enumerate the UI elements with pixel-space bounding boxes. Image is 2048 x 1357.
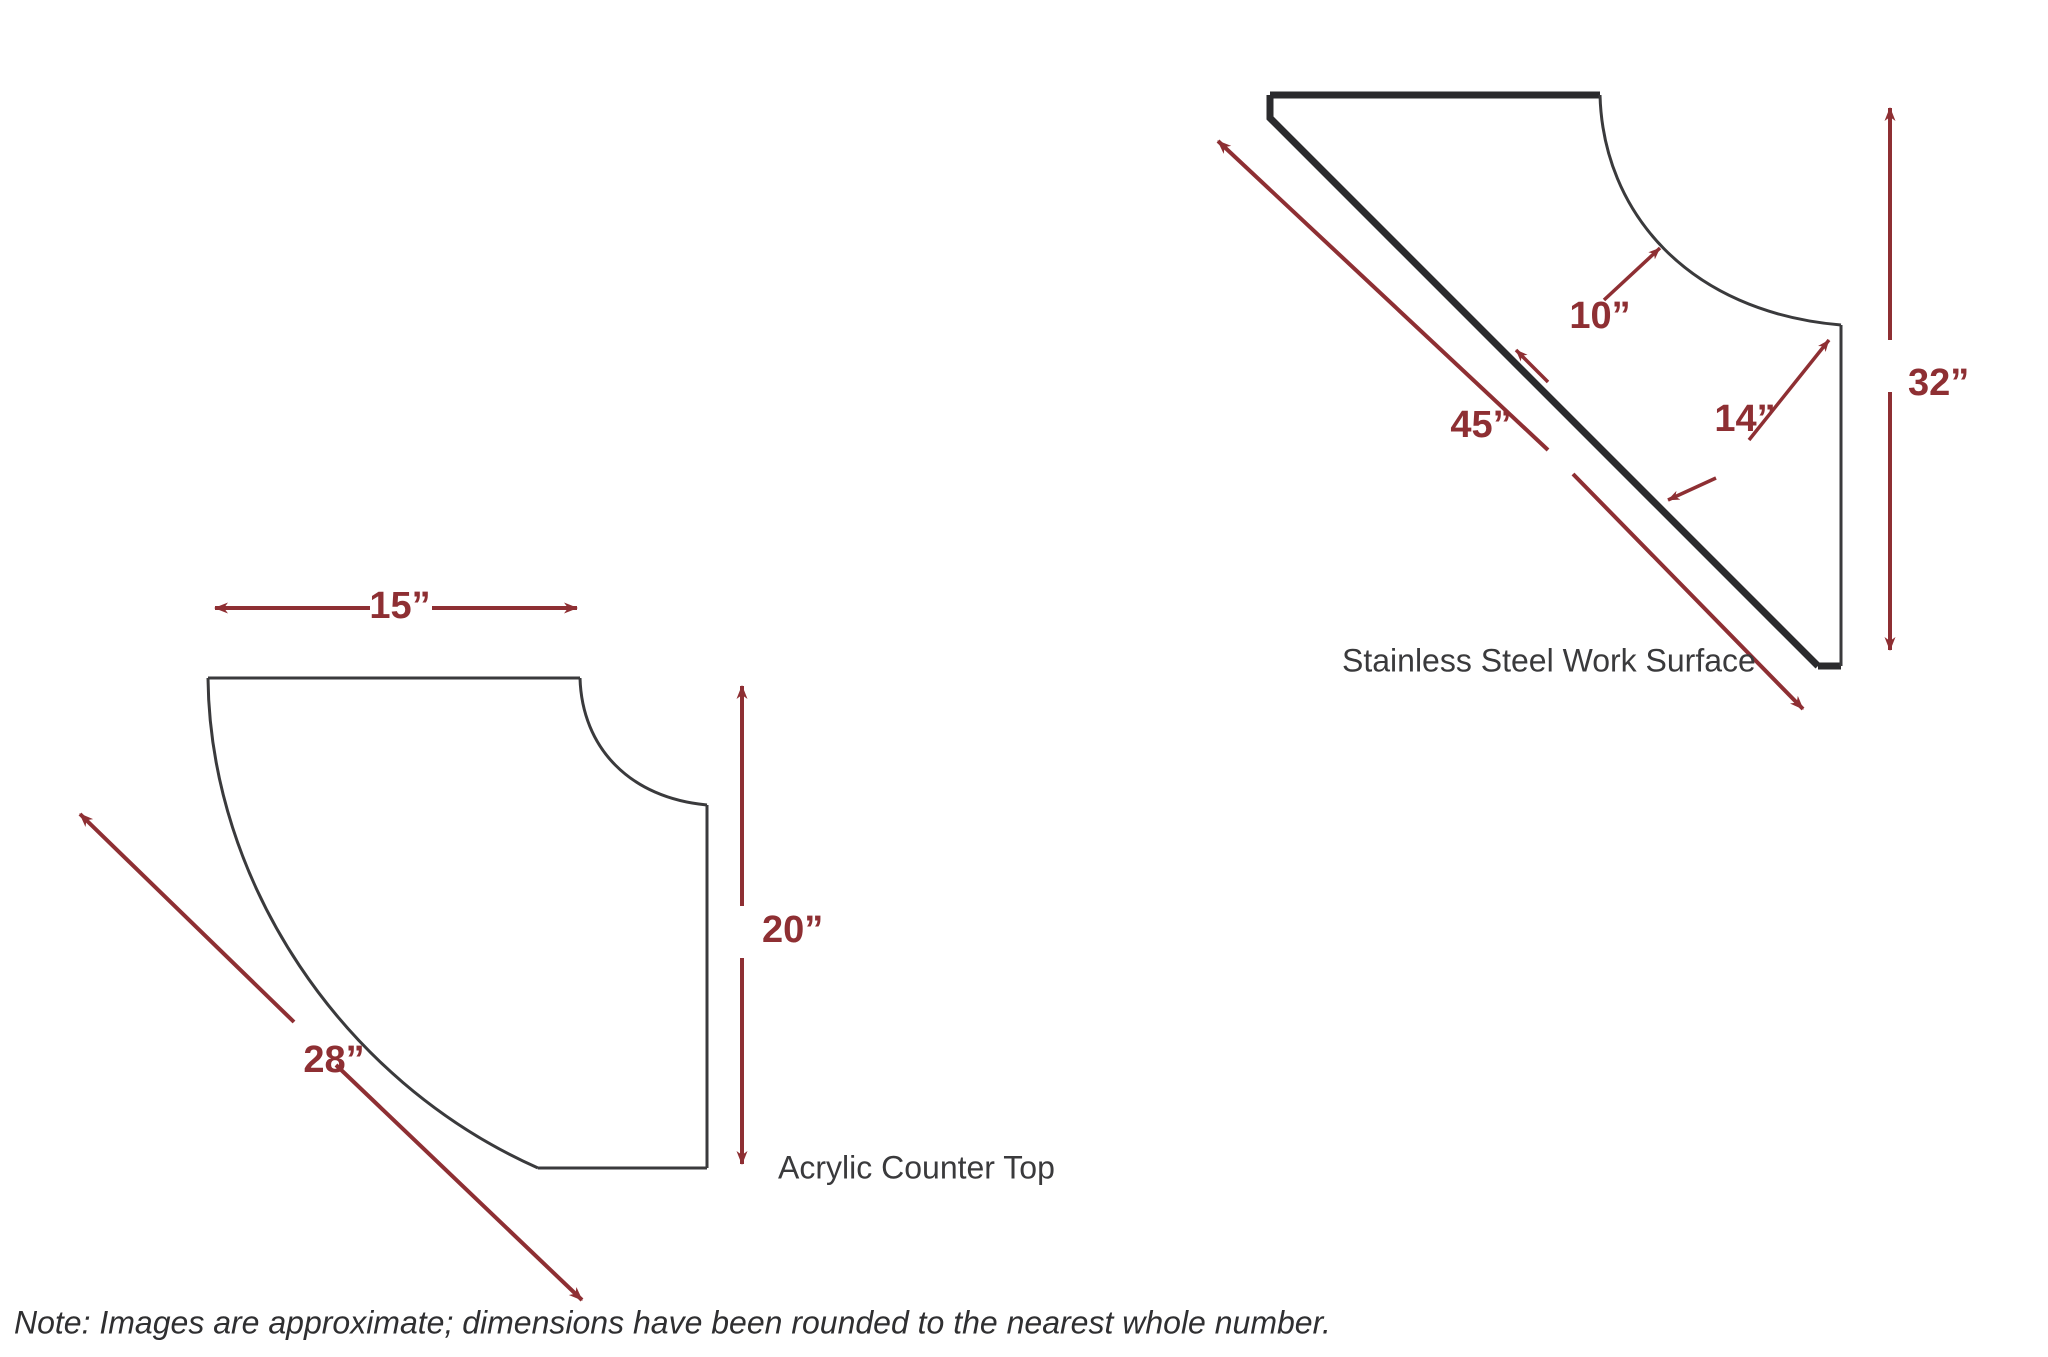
steel-45-dim-arrow-upper: [1216, 139, 1550, 452]
steel-10-dim-arrow-lower: [1514, 348, 1550, 384]
acrylic-28-dim-arrow-lower: [334, 1063, 584, 1302]
steel-14-dim-arrow-lower: [1667, 476, 1717, 502]
acrylic-concave-notch: [578, 677, 708, 807]
acrylic-outer-arc: [206, 677, 539, 1170]
footnote-note: Note: Images are approximate; dimensions…: [14, 1304, 1331, 1340]
acrylic-dim-28-label: 28”: [303, 1039, 364, 1081]
acrylic-dim-15-label: 15”: [369, 585, 430, 627]
steel-dim-32-label: 32”: [1908, 362, 1969, 404]
part-acrylic-counter-top: 15” 20” 28” Acrylic Counter Top: [78, 585, 1055, 1302]
steel-part-label: Stainless Steel Work Surface: [1342, 642, 1756, 678]
steel-45-dim-arrow-lower: [1571, 472, 1805, 711]
steel-14-dim-arrow-upper: [1747, 338, 1831, 442]
steel-hypotenuse-edge: [1266, 95, 1821, 669]
steel-concave-curve: [1598, 94, 1842, 327]
steel-dim-45-label: 45”: [1450, 404, 1511, 446]
acrylic-dim-20-label: 20”: [762, 909, 823, 951]
acrylic-28-dim-arrow-upper: [78, 812, 296, 1024]
steel-dim-14-label: 14”: [1714, 398, 1775, 440]
steel-10-dim-arrow-upper: [1602, 246, 1662, 302]
acrylic-part-label: Acrylic Counter Top: [778, 1149, 1055, 1185]
steel-dim-10-label: 10”: [1569, 295, 1630, 337]
part-stainless-steel-work-surface: 45” 10” 14” 32” Stainless Steel Work Sur…: [1216, 91, 1969, 711]
